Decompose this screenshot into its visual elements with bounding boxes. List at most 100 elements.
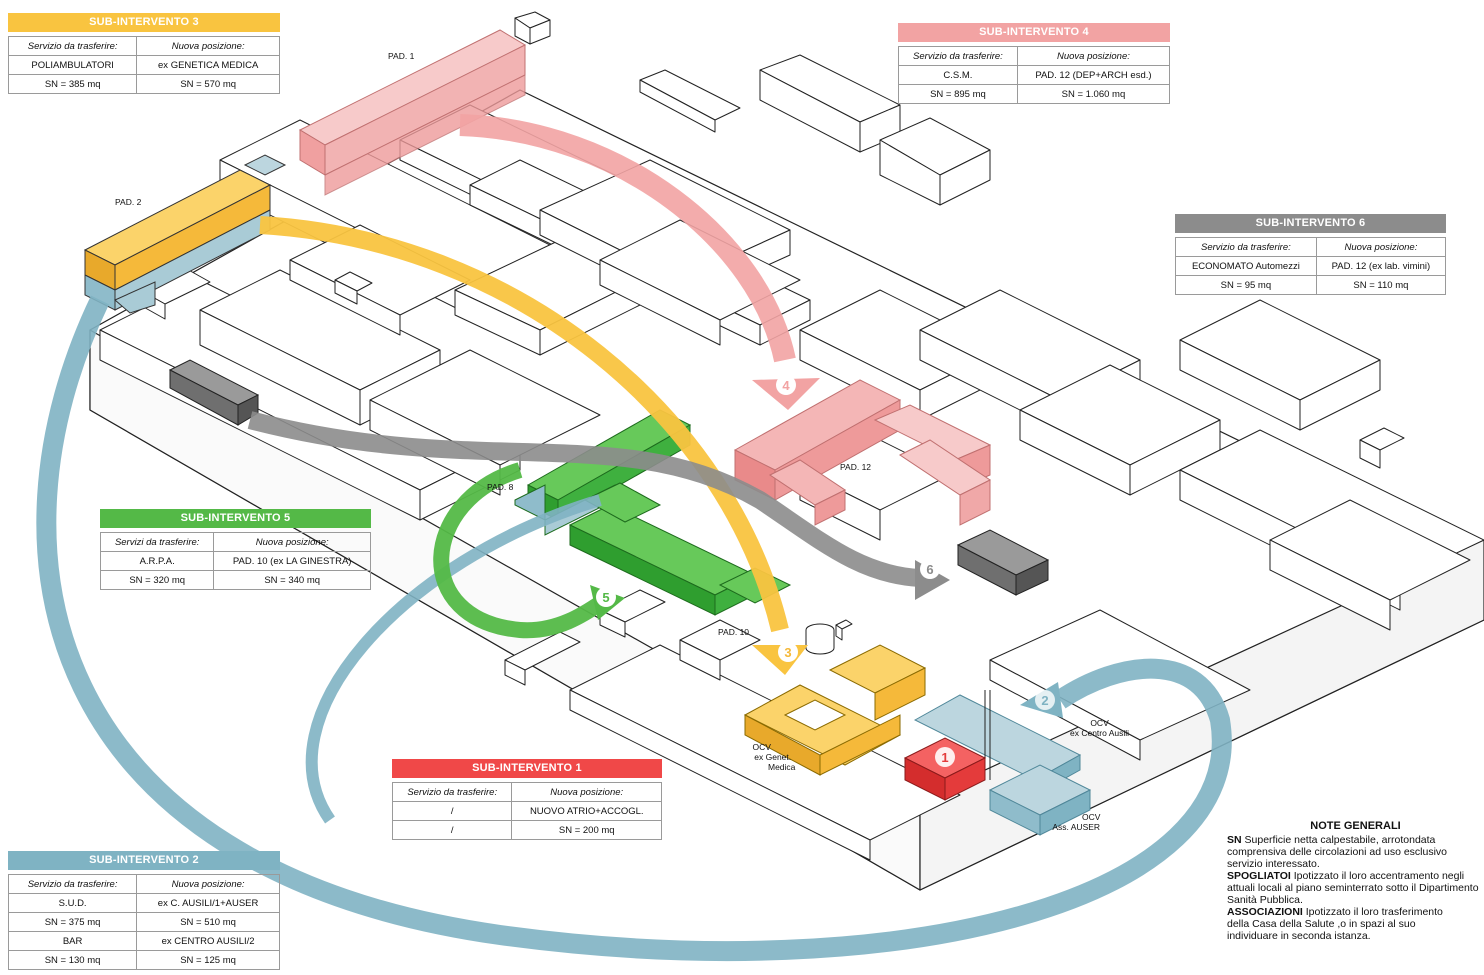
cell: SN = 340 mq <box>213 570 371 590</box>
col-header-to: Nuova posizione: <box>1315 237 1447 257</box>
cell: PAD. 12 (DEP+ARCH esd.) <box>1016 65 1171 85</box>
cell: PAD. 10 (ex LA GINESTRA) <box>213 551 371 571</box>
marker-2: 2 <box>1041 693 1048 708</box>
ocv-blue-buildings <box>913 690 1092 836</box>
label-ocv-ass-auser: OCV Ass. AUSER <box>1052 812 1100 832</box>
cell: SN = 1.060 mq <box>1016 84 1171 104</box>
label-ocv-b-line1: OCV <box>1090 718 1109 728</box>
notes-line: SN Superficie netta calpestabile, arroto… <box>1227 834 1484 846</box>
cell: SN = 320 mq <box>99 570 215 590</box>
cell: SN = 200 mq <box>511 820 662 840</box>
panel-sub-intervento-5: SUB-INTERVENTO 5 Servizi da trasferire:N… <box>99 509 371 590</box>
label-ocv-c-line2: Ass. AUSER <box>1052 822 1101 832</box>
notes-text: Superficie netta calpestabile, arrotonda… <box>1241 834 1436 846</box>
label-ocv-ex-centro-ausili: OCV ex Centro Ausili <box>1070 718 1129 738</box>
panel-table: Servizio da trasferire:Nuova posizione: … <box>898 46 1171 104</box>
col-header-from: Servizi da trasferire: <box>99 532 215 552</box>
label-pad10: PAD. 10 <box>718 627 750 637</box>
cell: SN = 375 mq <box>7 912 138 932</box>
col-header-from: Servizio da trasferire: <box>7 36 138 56</box>
col-header-to: Nuova posizione: <box>136 874 280 894</box>
label-ocv-a-line1: OCV <box>752 742 771 752</box>
arrow-sub-intervento-6 <box>247 411 921 587</box>
cell: SN = 385 mq <box>7 74 138 94</box>
panel-table: Servizio da trasferire:Nuova posizione: … <box>7 36 280 94</box>
panel-sub-intervento-1: SUB-INTERVENTO 1 Servizio da trasferire:… <box>391 759 662 840</box>
cell: ex C. AUSILI/1+AUSER <box>136 893 280 913</box>
label-ocv-b-line2: ex Centro Ausili <box>1070 728 1130 738</box>
panel-table: Servizi da trasferire:Nuova posizione: A… <box>99 532 371 590</box>
cell: A.R.P.A. <box>99 551 215 571</box>
label-pad1: PAD. 1 <box>388 51 415 61</box>
cell: S.U.D. <box>7 893 138 913</box>
site-buildings <box>99 11 1484 861</box>
pad12-pink-building <box>733 379 992 526</box>
panel-title: SUB-INTERVENTO 6 <box>1175 214 1446 233</box>
marker-4: 4 <box>782 378 790 393</box>
label-pad8: PAD. 8 <box>487 482 514 492</box>
notes-line: Sanità Pubblica. <box>1227 894 1303 906</box>
cell: SN = 130 mq <box>7 950 138 970</box>
marker-1: 1 <box>941 750 948 765</box>
panel-sub-intervento-4: SUB-INTERVENTO 4 Servizio da trasferire:… <box>898 23 1171 104</box>
cell: ex GENETICA MEDICA <box>136 55 280 75</box>
notes-line: attuali locali al piano seminterrato sot… <box>1227 882 1479 894</box>
cell: SN = 110 mq <box>1315 275 1447 295</box>
col-header-to: Nuova posizione: <box>136 36 280 56</box>
number-markers: 1 2 3 4 5 6 <box>596 375 1055 767</box>
panel-table: Servizio da trasferire:Nuova posizione: … <box>1175 237 1447 295</box>
arrow-sub-intervento-3 <box>259 216 789 633</box>
cell: SN = 125 mq <box>136 950 280 970</box>
notes-line: servizio interessato. <box>1227 858 1320 870</box>
notes-key-associazioni: ASSOCIAZIONI <box>1227 906 1303 918</box>
cell: SN = 570 mq <box>136 74 280 94</box>
col-header-from: Servizio da trasferire: <box>898 46 1018 66</box>
label-pad2: PAD. 2 <box>115 197 142 207</box>
marker-3: 3 <box>784 645 791 660</box>
label-pad12: PAD. 12 <box>840 462 872 472</box>
panel-title: SUB-INTERVENTO 4 <box>898 23 1170 42</box>
notes-key-sn: SN <box>1227 834 1242 846</box>
panel-table: Servizio da trasferire:Nuova posizione: … <box>7 874 280 970</box>
notes-line: SPOGLIATOI Ipotizzato il loro accentrame… <box>1227 870 1484 882</box>
arrow-sub-intervento-4 <box>459 114 796 363</box>
notes-text: Ipotizzato il loro trasferimento <box>1302 906 1443 918</box>
panel-table: Servizio da trasferire:Nuova posizione: … <box>391 782 662 840</box>
panel-sub-intervento-3: SUB-INTERVENTO 3 Servizio da trasferire:… <box>7 13 280 94</box>
economato-block-origin <box>168 359 260 426</box>
marker-5: 5 <box>602 590 609 605</box>
notes-line: della Casa della Salute ,o in spazi al s… <box>1227 918 1416 930</box>
general-notes: NOTE GENERALI SN Superficie netta calpes… <box>1227 820 1484 942</box>
arrow-sub-intervento-5 <box>433 462 610 639</box>
col-header-to: Nuova posizione: <box>213 532 371 552</box>
cell: NUOVO ATRIO+ACCOGL. <box>511 801 662 821</box>
cell: / <box>391 801 513 821</box>
panel-title: SUB-INTERVENTO 1 <box>392 759 662 778</box>
transfer-arrows <box>36 114 1232 962</box>
panel-title: SUB-INTERVENTO 2 <box>8 851 280 870</box>
arrow-sub-intervento-2 <box>36 295 1232 962</box>
marker-6: 6 <box>926 562 933 577</box>
pad1-pink-building <box>298 29 527 196</box>
cell: ECONOMATO Automezzi <box>1175 256 1317 276</box>
cell: / <box>391 820 513 840</box>
label-ocv-c-line1: OCV <box>1082 812 1101 822</box>
ocv-ex-genetica-building <box>743 644 927 776</box>
col-header-to: Nuova posizione: <box>1016 46 1171 66</box>
cell: SN = 895 mq <box>898 84 1018 104</box>
notes-key-spogliatoi: SPOGLIATOI <box>1227 870 1291 882</box>
panel-sub-intervento-6: SUB-INTERVENTO 6 Servizio da trasferire:… <box>1175 214 1447 295</box>
panel-title: SUB-INTERVENTO 3 <box>8 13 280 32</box>
cell: SN = 510 mq <box>136 912 280 932</box>
panel-title: SUB-INTERVENTO 5 <box>100 509 371 528</box>
cell: BAR <box>7 931 138 951</box>
col-header-from: Servizio da trasferire: <box>1175 237 1317 257</box>
col-header-from: Servizio da trasferire: <box>391 782 513 802</box>
notes-title: NOTE GENERALI <box>1310 820 1401 832</box>
panel-sub-intervento-2: SUB-INTERVENTO 2 Servizio da trasferire:… <box>7 851 280 970</box>
cell: ex CENTRO AUSILI/2 <box>136 931 280 951</box>
label-ocv-a-line2: ex Genet. <box>754 752 792 762</box>
cell: C.S.M. <box>898 65 1018 85</box>
label-ocv-a-line3: Medica <box>768 762 796 772</box>
